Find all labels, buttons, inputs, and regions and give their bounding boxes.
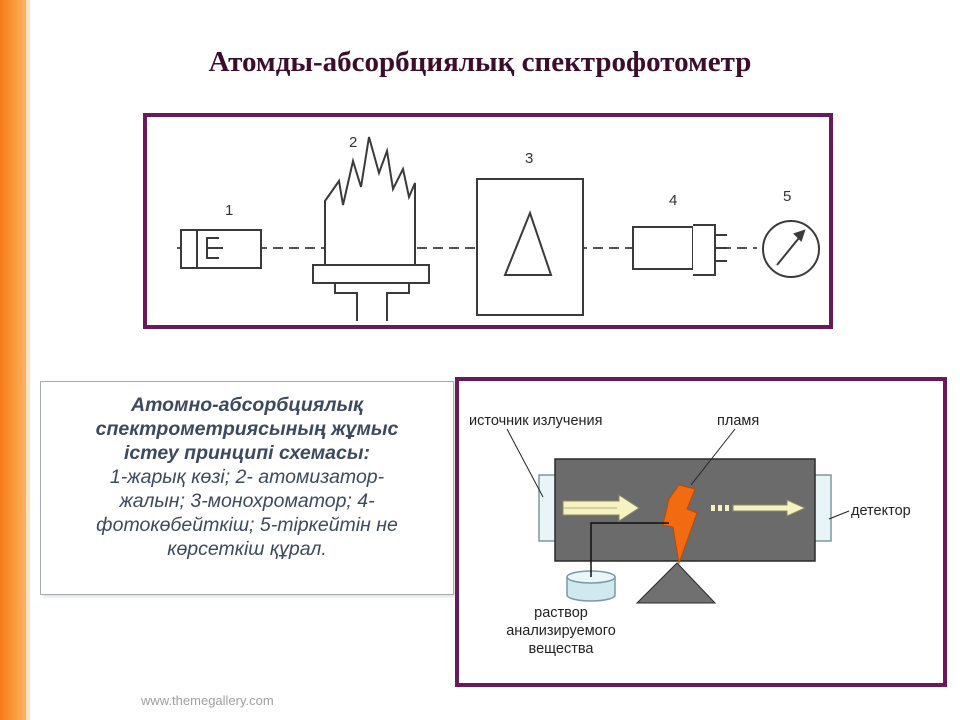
flame-icon: [662, 484, 698, 565]
accent-stripe: [26, 0, 30, 720]
description-heading-line-2: спектрометриясының жұмыс: [95, 418, 399, 440]
solution-label-line-1: раствор: [534, 605, 588, 621]
flame-leader-line: [690, 428, 736, 486]
description-body-line-1: 1-жарық көзі; 2- атомизатор-: [109, 466, 385, 488]
description-box: Атомно-абсорбциялық спектрометриясының ж…: [40, 381, 454, 595]
slide-title: Атомды-абсорбциялық спектрофотометр: [208, 46, 752, 78]
capillary-line: [590, 522, 669, 577]
principle-diagram: источник излучения пламя детектор раство…: [455, 377, 947, 687]
solution-label-line-2: анализируемого: [506, 623, 616, 639]
label-5: 5: [783, 188, 791, 205]
transmitted-beam-arrow: [711, 499, 807, 517]
principle-svg: источник излучения пламя детектор раство…: [469, 413, 911, 657]
schematic-svg: 1 2 3 4 5: [177, 134, 820, 321]
lamp-icon: [180, 229, 262, 269]
source-leader-line: [506, 428, 544, 498]
photomultiplier-icon: [632, 224, 727, 276]
spectrophotometer-schematic: 1 2 3 4 5: [143, 113, 833, 329]
detector-leader-line: [828, 510, 850, 520]
gauge-meter-icon: [762, 220, 820, 278]
description-heading-line-3: істеу принципі схемасы:: [123, 442, 371, 464]
description-body-line-4: көрсеткіш құрал.: [167, 538, 327, 560]
flame-label: пламя: [717, 413, 759, 429]
footer-url: www.themegallery.com: [141, 693, 274, 708]
flame-burner-icon: [312, 136, 430, 321]
solution-beaker-icon: [566, 570, 616, 602]
accent-bar: [0, 0, 26, 720]
label-1: 1: [225, 202, 233, 219]
solution-label-line-3: вещества: [529, 641, 595, 657]
incident-beam-arrow: [562, 494, 640, 522]
burner-cone: [635, 562, 717, 604]
label-3: 3: [525, 150, 533, 167]
prism-monochromator-icon: [476, 178, 584, 316]
detector-label: детектор: [851, 503, 911, 519]
label-2: 2: [349, 134, 357, 151]
source-label: источник излучения: [469, 413, 602, 429]
description-heading-line-1: Атомно-абсорбциялық: [130, 394, 363, 416]
description-body-line-2: жалын; 3-монохроматор; 4-: [119, 490, 375, 512]
description-body-line-3: фотокөбейткіш; 5-тіркейтін не: [96, 514, 398, 536]
label-4: 4: [669, 192, 677, 209]
